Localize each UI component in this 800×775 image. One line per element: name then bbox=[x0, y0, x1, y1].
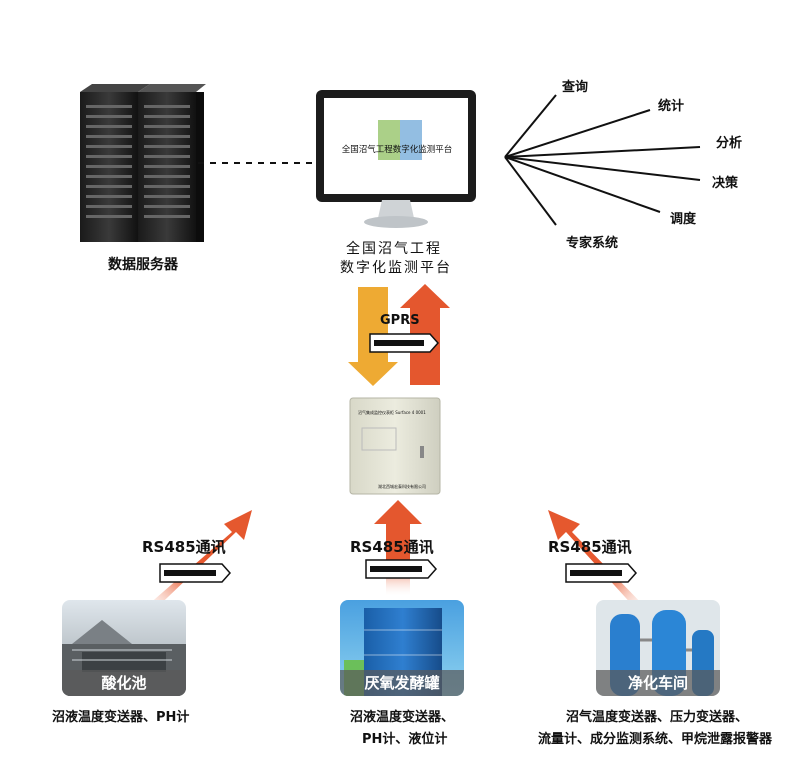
site-name-anaerobic-digester: 厌氧发酵罐 bbox=[340, 670, 464, 696]
cabinet-footer-text: 湖北西城宏泰科技有限公司 bbox=[378, 484, 426, 489]
monitor-screen-text: 全国沼气工程数字化监测平台 bbox=[341, 145, 453, 155]
site-sensors-digester-line1: 沼液温度变送器、 bbox=[350, 710, 455, 725]
rs485-label-left: RS485通讯 bbox=[142, 538, 226, 556]
site-sensors-purification-line1: 沼气温度变送器、压力变送器、 bbox=[566, 710, 749, 725]
rs485-label-right: RS485通讯 bbox=[548, 538, 632, 556]
function-query: 查询 bbox=[562, 80, 589, 95]
site-sensors-purification-line2: 流量计、成分监测系统、甲烷泄露报警器 bbox=[538, 732, 773, 747]
function-statistics: 统计 bbox=[658, 99, 685, 114]
server-label: 数据服务器 bbox=[108, 257, 178, 273]
site-name-purification-workshop: 净化车间 bbox=[596, 670, 720, 696]
cabinet-header-text: 沼气集成监控仪表柜 Surface 4 0001 bbox=[358, 410, 426, 415]
site-sensors-digester-line2: PH计、液位计 bbox=[362, 732, 448, 747]
site-photo-acidification-tank: 酸化池 bbox=[62, 600, 186, 696]
function-dispatch: 调度 bbox=[670, 212, 697, 227]
function-lines bbox=[504, 94, 701, 226]
function-decision: 决策 bbox=[712, 176, 739, 191]
site-sensors-acidification-line1: 沼液温度变送器、PH计 bbox=[52, 710, 190, 725]
function-expert-system: 专家系统 bbox=[566, 236, 619, 251]
monitor-icon bbox=[316, 90, 476, 228]
platform-label-line2: 数字化监测平台 bbox=[340, 260, 452, 276]
rs485-label-center: RS485通讯 bbox=[350, 538, 434, 556]
site-name-acidification-tank: 酸化池 bbox=[62, 670, 186, 696]
server-rack-icon bbox=[80, 84, 206, 242]
site-photo-purification-workshop: 净化车间 bbox=[596, 600, 720, 696]
function-analysis: 分析 bbox=[716, 136, 743, 151]
gprs-label: GPRS bbox=[380, 313, 420, 328]
site-photo-anaerobic-digester: 厌氧发酵罐 bbox=[340, 600, 464, 696]
control-cabinet-icon bbox=[349, 397, 441, 495]
platform-label-line1: 全国沼气工程 bbox=[346, 241, 442, 257]
